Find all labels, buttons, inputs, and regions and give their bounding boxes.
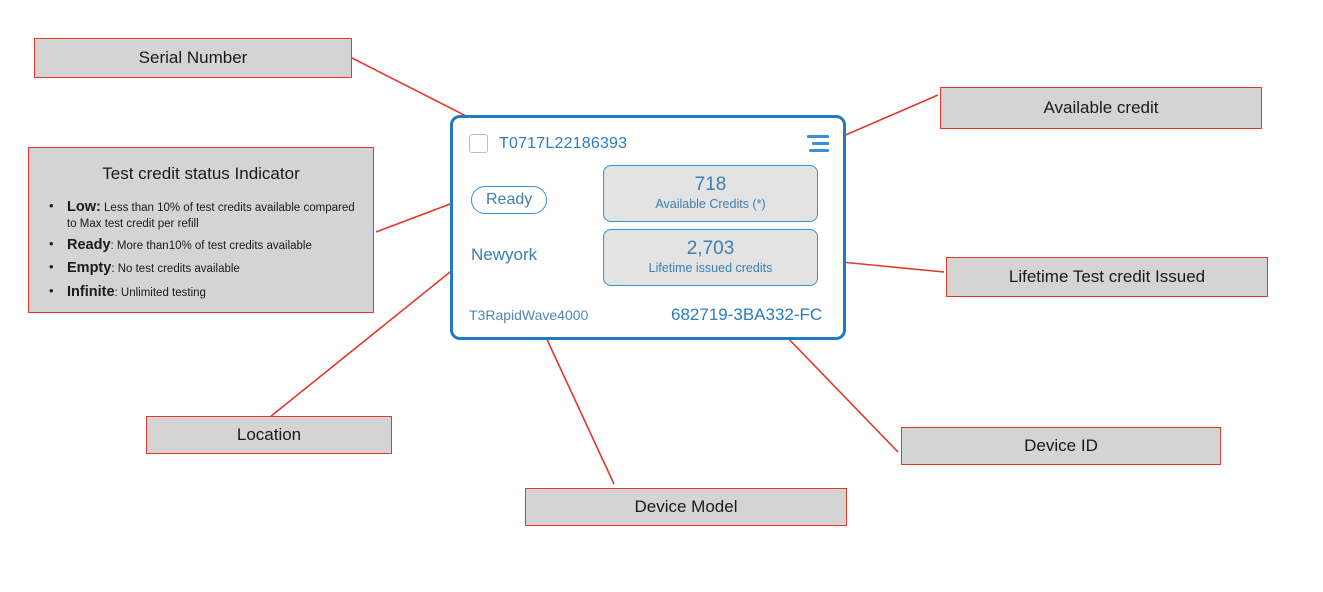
status-indicator-list: Low: Less than 10% of test credits avail…	[41, 197, 361, 302]
status-badge: Ready	[471, 186, 548, 214]
lifetime-issued-credits-value: 2,703	[686, 238, 735, 260]
list-item: Infinite: Unlimited testing	[41, 282, 361, 302]
menu-bar-2	[812, 142, 829, 145]
callout-device-model-label: Device Model	[634, 496, 738, 516]
callout-available-credit: Available credit	[940, 87, 1262, 129]
leader-device-model	[543, 332, 615, 485]
status-desc: : Unlimited testing	[114, 286, 206, 299]
device-card[interactable]: T0717L22186393 Ready Newyork 718 Availab…	[450, 115, 846, 340]
callout-lifetime-test-credit-issued: Lifetime Test credit Issued	[946, 257, 1268, 297]
callout-location-label: Location	[236, 424, 302, 444]
menu-bar-3	[809, 149, 829, 152]
device-model-value: T3RapidWave4000	[469, 307, 589, 323]
list-item: Empty: No test credits available	[41, 258, 361, 278]
status-term: Ready	[67, 237, 111, 254]
status-indicator-heading: Test credit status Indicator	[102, 164, 300, 183]
status-desc: Less than 10% of test credits available …	[67, 202, 355, 231]
callout-test-credit-status-indicator: Test credit status Indicator Low: Less t…	[28, 147, 374, 313]
callout-device-id: Device ID	[901, 427, 1221, 465]
available-credits-tile[interactable]: 718 Available Credits (*)	[603, 165, 818, 222]
list-item: Ready: More than10% of test credits avai…	[41, 235, 361, 255]
device-card-header: T0717L22186393	[469, 134, 829, 153]
callout-device-model: Device Model	[525, 488, 847, 526]
status-term: Empty	[67, 260, 112, 277]
status-term: Low:	[67, 199, 101, 215]
callout-serial-number-label: Serial Number	[138, 47, 248, 67]
location-value: Newyork	[471, 245, 538, 264]
status-desc: : More than10% of test credits available	[110, 240, 312, 253]
callout-lifetime-test-credit-issued-label: Lifetime Test credit Issued	[1008, 266, 1206, 286]
callout-available-credit-label: Available credit	[1043, 97, 1159, 117]
device-id-value: 682719-3BA332-FC	[671, 305, 823, 324]
callout-location: Location	[146, 416, 392, 454]
status-term: Infinite	[67, 283, 115, 300]
list-item: Low: Less than 10% of test credits avail…	[41, 197, 361, 232]
leader-device-id	[782, 332, 899, 453]
lifetime-issued-credits-label: Lifetime issued credits	[648, 261, 773, 276]
hamburger-menu-icon[interactable]	[807, 135, 829, 152]
callout-device-id-label: Device ID	[1024, 435, 1098, 455]
menu-bar-1	[807, 135, 829, 138]
available-credits-value: 718	[694, 174, 727, 196]
serial-number-value: T0717L22186393	[499, 134, 628, 152]
device-select-checkbox[interactable]	[469, 134, 488, 153]
lifetime-issued-credits-tile[interactable]: 2,703 Lifetime issued credits	[603, 229, 818, 286]
available-credits-label: Available Credits (*)	[655, 197, 766, 212]
callout-serial-number: Serial Number	[34, 38, 352, 78]
status-desc: : No test credits available	[111, 263, 240, 276]
